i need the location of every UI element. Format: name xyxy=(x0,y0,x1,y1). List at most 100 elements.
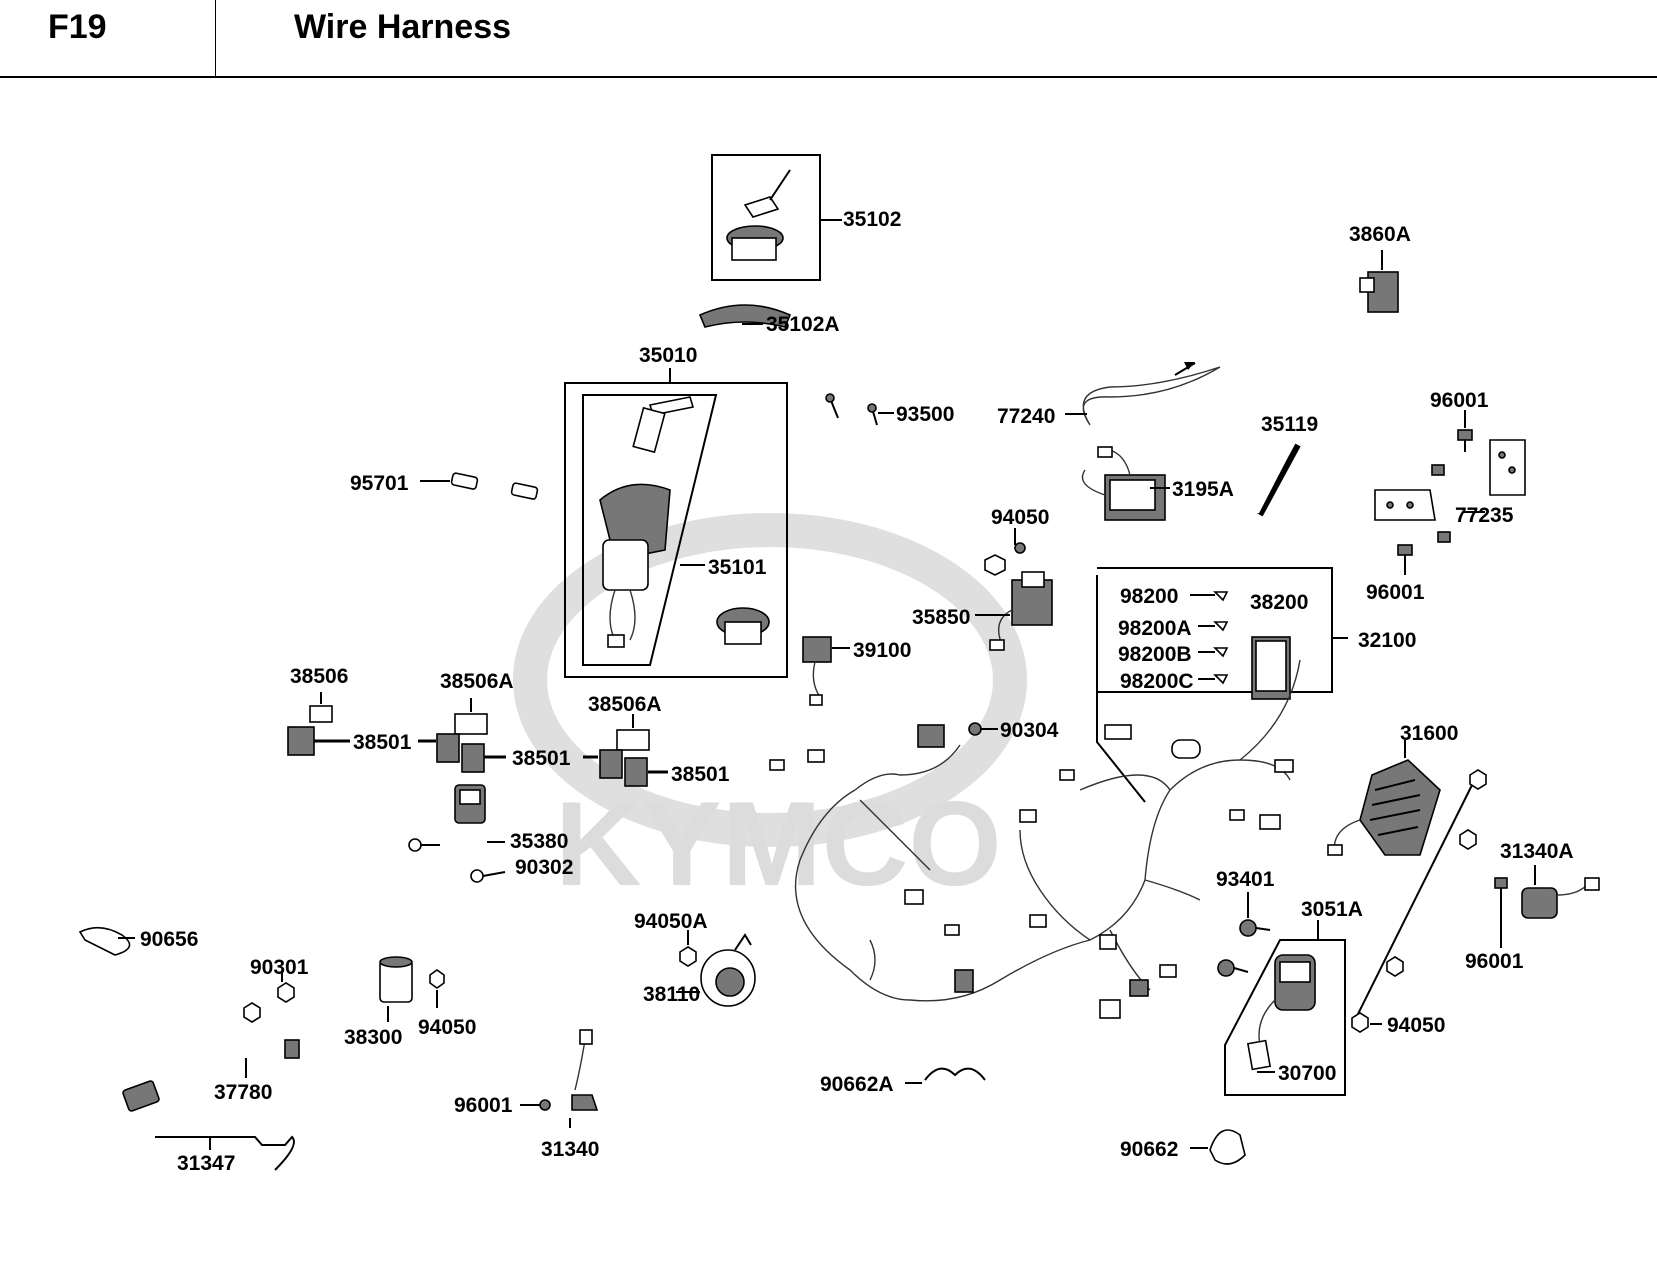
part-35850-relay[interactable] xyxy=(975,571,1053,651)
label-3051A: 3051A xyxy=(1301,898,1363,921)
label-77235: 77235 xyxy=(1455,504,1514,527)
part-38110-horn[interactable] xyxy=(676,933,756,1007)
label-77240: 77240 xyxy=(997,405,1055,428)
label-96001-lower: 96001 xyxy=(1366,581,1425,604)
part-35380-relay[interactable] xyxy=(408,784,505,852)
label-3860A: 3860A xyxy=(1349,223,1411,246)
label-35102: 35102 xyxy=(843,208,901,231)
part-38200-fuse-box[interactable] xyxy=(1251,636,1291,700)
part-lock-cylinder-cap[interactable] xyxy=(716,607,770,645)
label-35380: 35380 xyxy=(510,830,568,853)
label-94050-left: 94050 xyxy=(418,1016,476,1039)
label-39100: 39100 xyxy=(853,639,911,662)
label-38501-left: 38501 xyxy=(353,731,412,754)
label-90656: 90656 xyxy=(140,928,198,951)
part-31600-regulator[interactable] xyxy=(1327,740,1441,856)
label-98200C: 98200C xyxy=(1120,670,1194,693)
part-77235-brackets[interactable] xyxy=(1374,439,1526,543)
label-35010: 35010 xyxy=(639,344,697,367)
label-30700: 30700 xyxy=(1278,1062,1336,1085)
part-96001-bolt-lower[interactable] xyxy=(1397,544,1413,575)
part-38501-relay-mid[interactable] xyxy=(418,733,506,773)
page-header: F19 Wire Harness xyxy=(0,0,1657,78)
part-38506A-relay-cover-mid[interactable] xyxy=(454,698,488,735)
part-38506-relay-cover[interactable] xyxy=(309,692,333,723)
part-94050A-nut[interactable] xyxy=(679,930,697,967)
label-38501-mid: 38501 xyxy=(512,747,571,770)
label-38506: 38506 xyxy=(290,665,348,688)
part-38501-relay-left[interactable] xyxy=(287,726,350,756)
label-96001-right: 96001 xyxy=(1465,950,1524,973)
part-90662-clamp[interactable] xyxy=(1190,1129,1246,1165)
part-31340A-sensor[interactable] xyxy=(1521,865,1600,919)
section-code: F19 xyxy=(48,8,107,46)
label-95701: 95701 xyxy=(350,472,409,495)
label-90302: 90302 xyxy=(515,856,573,879)
label-90662: 90662 xyxy=(1120,1138,1178,1161)
part-main-wire-harness[interactable] xyxy=(769,659,1301,1019)
part-90656-clip[interactable] xyxy=(78,926,135,956)
part-90662A-clamp[interactable] xyxy=(905,1067,986,1084)
label-35102A: 35102A xyxy=(766,313,840,336)
part-93401-screws[interactable] xyxy=(1217,892,1271,977)
label-98200A: 98200A xyxy=(1118,617,1192,640)
label-96001-top: 96001 xyxy=(1430,389,1489,412)
part-95701-bolts[interactable] xyxy=(420,472,539,500)
part-35102A-cover[interactable] xyxy=(698,304,792,328)
label-38110: 38110 xyxy=(643,983,700,1006)
label-38506A-right: 38506A xyxy=(588,693,662,716)
part-94050-nuts-right[interactable] xyxy=(1351,769,1487,1033)
part-93500-screws[interactable] xyxy=(825,393,894,426)
part-37780-cable[interactable] xyxy=(122,1039,300,1112)
label-3195A: 3195A xyxy=(1172,478,1234,501)
label-90301: 90301 xyxy=(250,956,309,979)
part-94050-nut-upper[interactable] xyxy=(984,528,1026,576)
label-38200: 38200 xyxy=(1250,591,1308,614)
part-35102-key-cap-set[interactable] xyxy=(711,154,842,281)
label-90662A: 90662A xyxy=(820,1073,894,1096)
part-35119-rod[interactable] xyxy=(1257,443,1301,517)
label-35101: 35101 xyxy=(708,556,767,579)
part-3195A-unit[interactable] xyxy=(1081,446,1171,521)
part-38506A-relay-cover-right[interactable] xyxy=(616,714,650,751)
label-38506A-mid: 38506A xyxy=(440,670,514,693)
label-90304: 90304 xyxy=(1000,719,1059,742)
part-96001-bolt-right[interactable] xyxy=(1494,877,1508,948)
label-38501-right: 38501 xyxy=(671,763,730,786)
part-31340-sensor[interactable] xyxy=(569,1029,599,1128)
label-96001-bottom: 96001 xyxy=(454,1094,513,1117)
part-38501-relay-right[interactable] xyxy=(583,749,668,787)
part-96001-bolt-top[interactable] xyxy=(1457,410,1473,452)
label-98200B: 98200B xyxy=(1118,643,1192,666)
part-31347-bracket[interactable] xyxy=(155,1135,295,1171)
label-93500: 93500 xyxy=(896,403,954,426)
label-31347: 31347 xyxy=(177,1152,235,1175)
part-94050-nut-left[interactable] xyxy=(429,969,445,1008)
part-90304-nut[interactable] xyxy=(968,722,998,736)
part-32100-group[interactable] xyxy=(1096,567,1348,803)
label-35119: 35119 xyxy=(1261,413,1318,436)
part-90301-nut[interactable] xyxy=(243,973,295,1023)
page-title: Wire Harness xyxy=(294,8,512,46)
part-98200-fuses[interactable] xyxy=(1190,591,1229,685)
part-3860A-relay[interactable] xyxy=(1359,250,1399,313)
part-96001-bolt-bottom[interactable] xyxy=(520,1099,551,1111)
part-38300-flasher[interactable] xyxy=(379,956,413,1022)
label-94050-right: 94050 xyxy=(1387,1014,1445,1037)
part-labels: 35102 35102A 3860A 35010 93500 77240 351… xyxy=(140,208,1574,1175)
part-39100-connector[interactable] xyxy=(802,636,850,706)
part-3051A-ignition-coil-group[interactable] xyxy=(1224,920,1346,1096)
label-31340A: 31340A xyxy=(1500,840,1574,863)
watermark-text: KYMCO xyxy=(555,777,1002,911)
label-38300: 38300 xyxy=(344,1026,402,1049)
label-31600: 31600 xyxy=(1400,722,1458,745)
part-77240-cable[interactable] xyxy=(1065,362,1221,426)
label-98200: 98200 xyxy=(1120,585,1178,608)
label-31340: 31340 xyxy=(541,1138,599,1161)
label-94050-upper: 94050 xyxy=(991,506,1049,529)
part-90302-screw[interactable] xyxy=(470,869,506,883)
header-divider xyxy=(215,0,216,76)
part-35010-ignition-switch-assembly[interactable] xyxy=(564,368,788,678)
label-32100: 32100 xyxy=(1358,629,1416,652)
